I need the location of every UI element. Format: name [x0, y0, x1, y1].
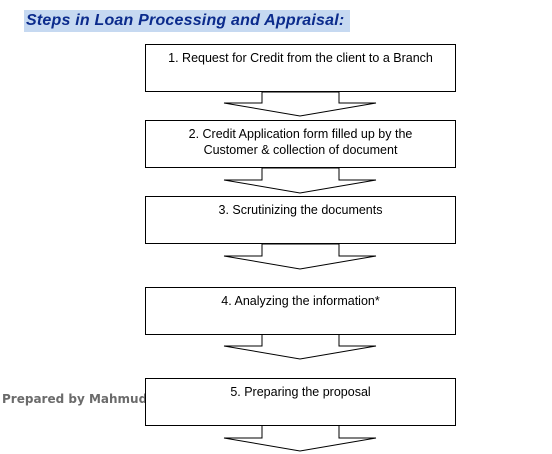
flow-arrow-5: [223, 424, 377, 452]
flow-arrow-3: [223, 243, 377, 270]
flow-arrow-1: [223, 91, 377, 117]
step-box-5: 5. Preparing the proposal: [145, 378, 456, 426]
flow-arrow-4: [223, 333, 377, 360]
step-text: 5. Preparing the proposal: [230, 385, 371, 399]
step-box-1: 1. Request for Credit from the client to…: [145, 44, 456, 92]
step-text-line2: Customer & collection of document: [203, 143, 398, 157]
flow-arrow-2: [223, 167, 377, 194]
step-text: 4. Analyzing the information*: [221, 294, 380, 308]
step-text: 3. Scrutinizing the documents: [218, 203, 383, 217]
step-box-4: 4. Analyzing the information*: [145, 287, 456, 335]
diagram-title: Steps in Loan Processing and Appraisal:: [24, 10, 351, 32]
watermark-text: Prepared by Mahmudul: [2, 392, 145, 406]
step-text: 2. Credit Application form filled up by …: [188, 127, 413, 141]
step-text: 1. Request for Credit from the client to…: [168, 51, 433, 65]
step-box-2: 2. Credit Application form filled up by …: [145, 120, 456, 168]
step-box-3: 3. Scrutinizing the documents: [145, 196, 456, 244]
